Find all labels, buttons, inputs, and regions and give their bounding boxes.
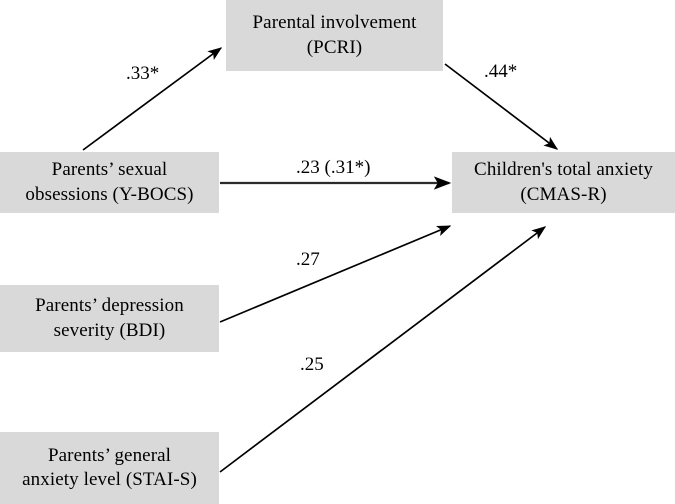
edge-label-bdi-to-cmasr: .27 [296, 249, 320, 270]
edge-label-stais-to-cmasr: .25 [300, 354, 324, 375]
node-label-ybocs: Parents’ sexual obsessions (Y-BOCS) [25, 159, 194, 205]
node-parental-involvement[interactable]: Parental involvement (PCRI) [226, 0, 443, 71]
edge-ybocs-to-pcri [82, 47, 223, 151]
node-label-cmasr: Children's total anxiety (CMAS-R) [474, 159, 653, 205]
node-parents-depression-severity[interactable]: Parents’ depression severity (BDI) [0, 285, 219, 352]
edge-label-ybocs-to-cmasr: .23 (.31*) [296, 157, 371, 178]
node-parents-general-anxiety[interactable]: Parents’ general anxiety level (STAI-S) [0, 432, 219, 504]
edge-stais-to-cmasr [219, 226, 547, 473]
node-label-stais: Parents’ general anxiety level (STAI-S) [22, 444, 197, 490]
edge-pcri-to-cmasr [444, 63, 559, 150]
node-parents-sexual-obsessions[interactable]: Parents’ sexual obsessions (Y-BOCS) [0, 152, 219, 213]
edge-bdi-to-cmasr [219, 225, 452, 323]
node-label-bdi: Parents’ depression severity (BDI) [35, 295, 184, 341]
edge-label-ybocs-to-pcri: .33* [126, 63, 160, 84]
node-label-pcri: Parental involvement (PCRI) [252, 12, 417, 58]
node-childrens-total-anxiety[interactable]: Children's total anxiety (CMAS-R) [452, 152, 675, 213]
edge-label-pcri-to-cmasr: .44* [484, 61, 518, 82]
